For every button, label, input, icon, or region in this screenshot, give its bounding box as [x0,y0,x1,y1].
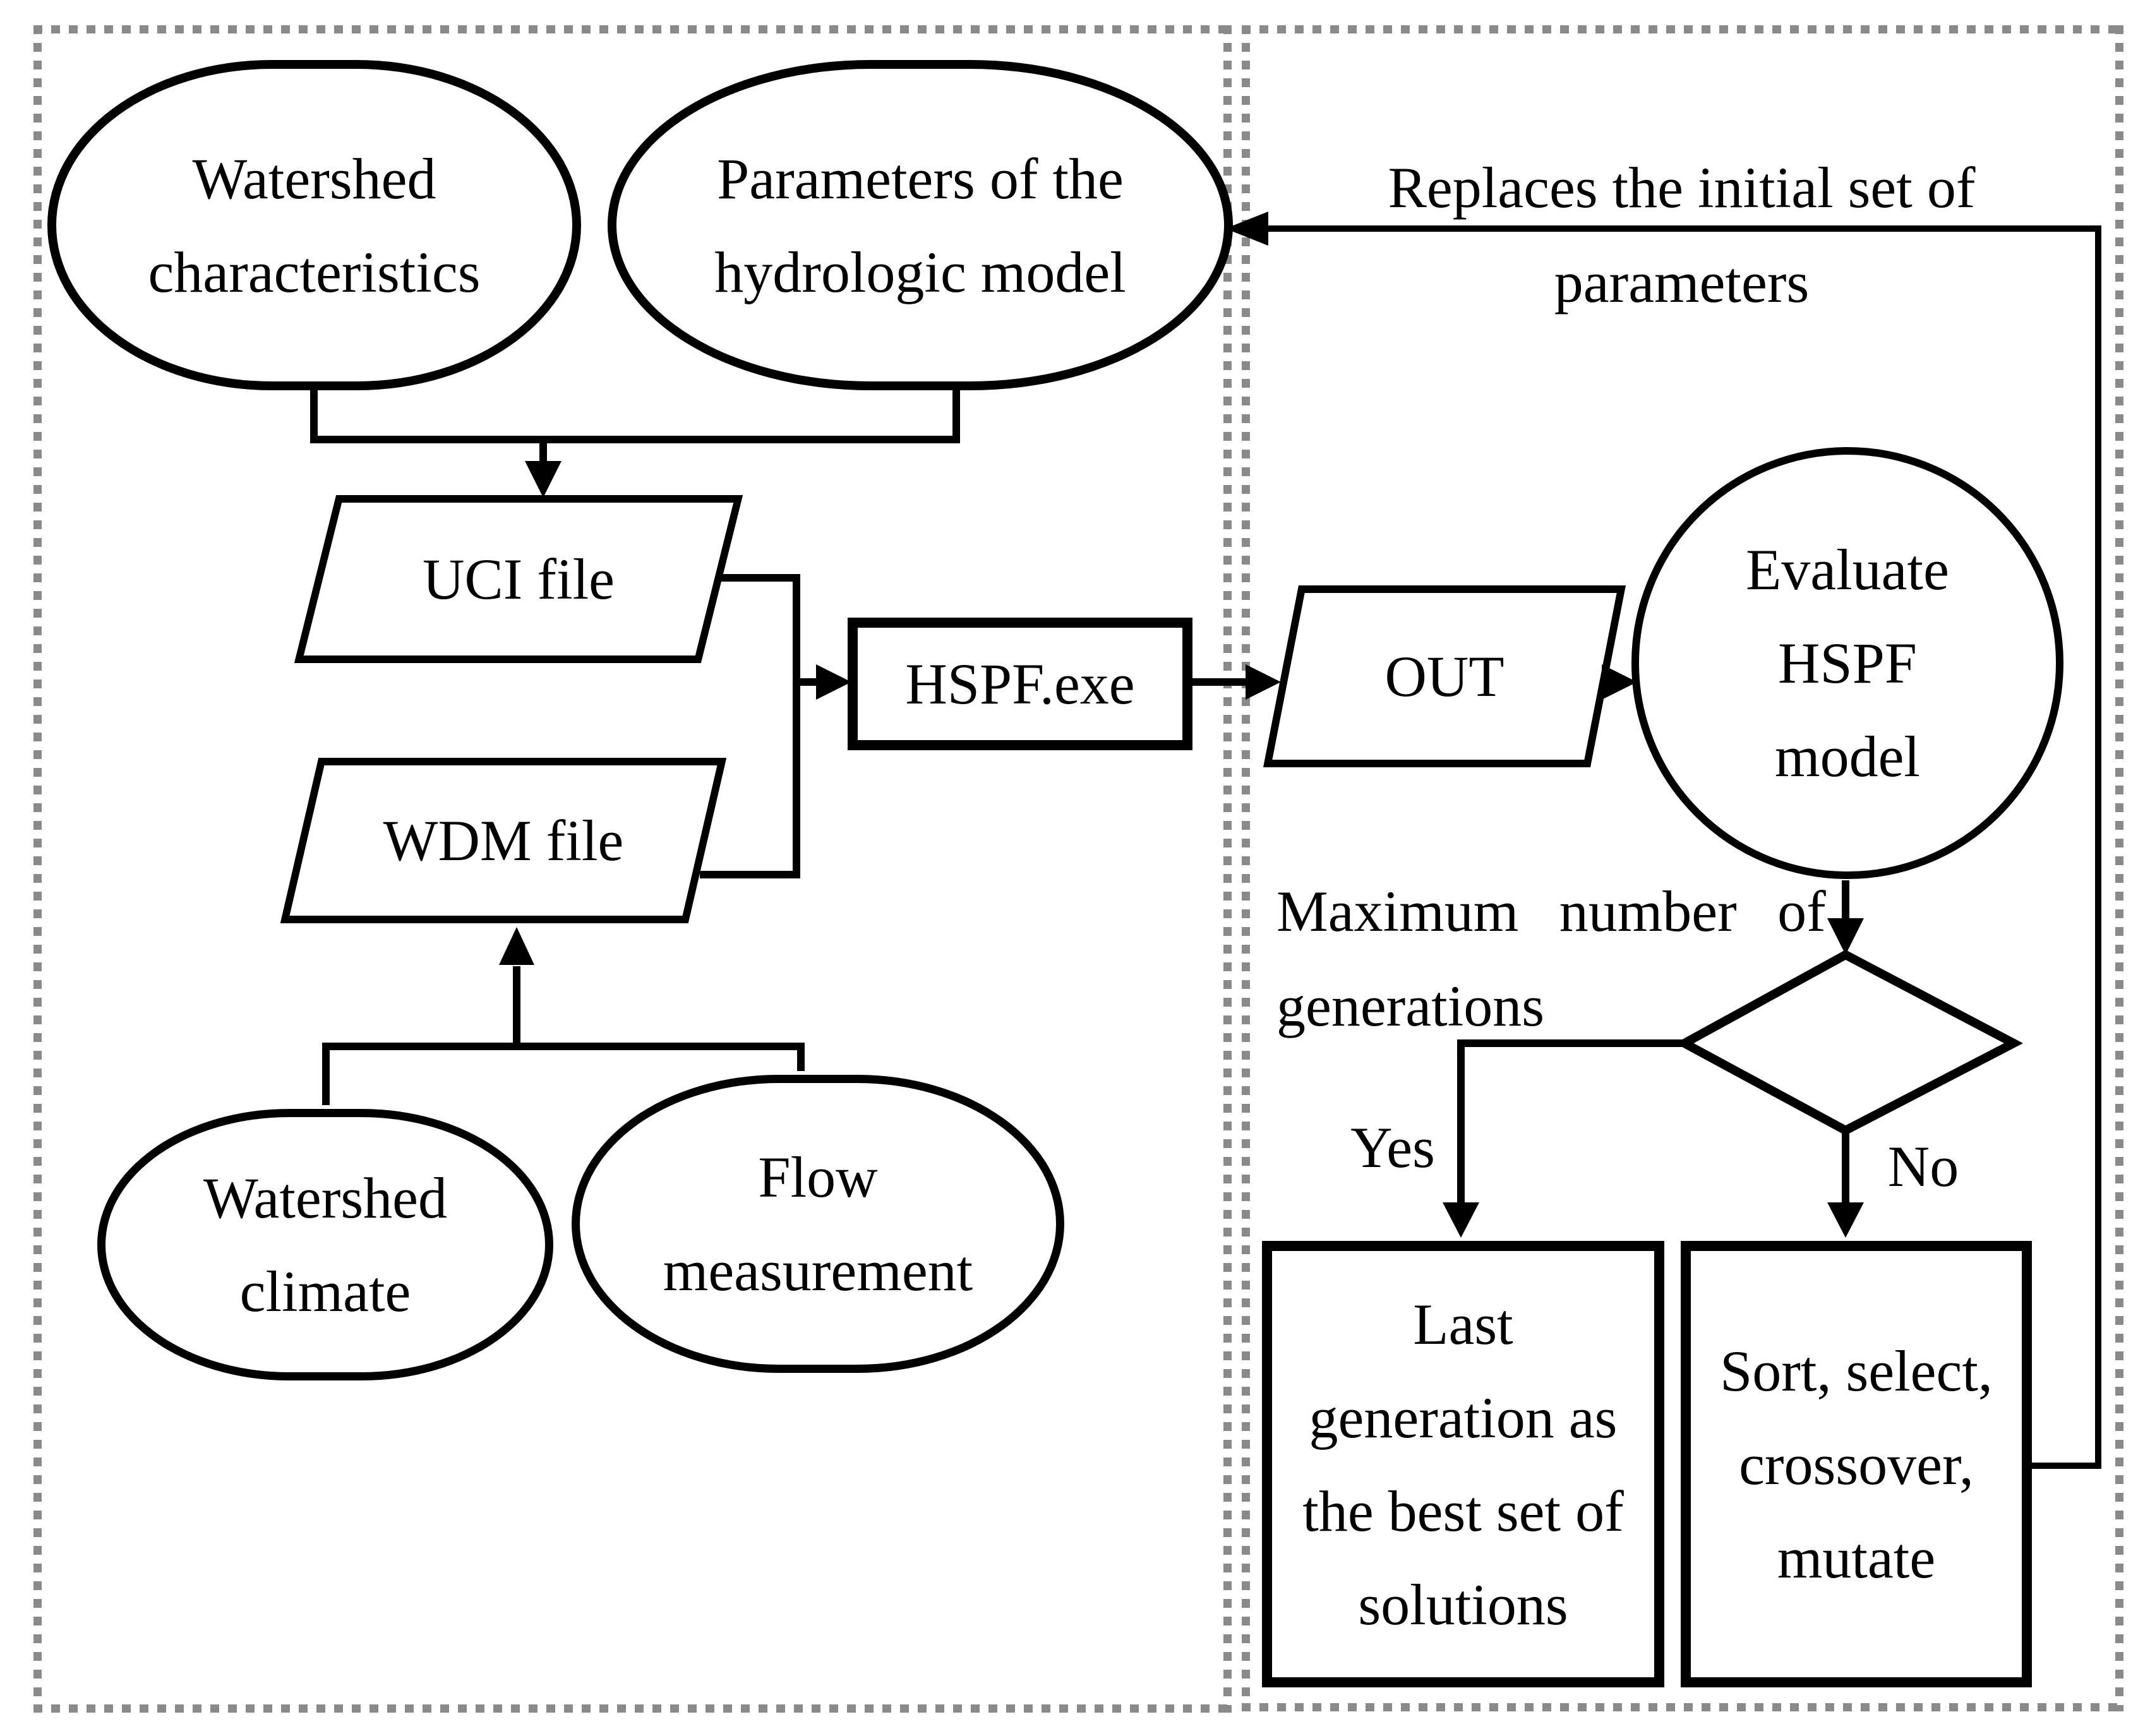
node-watershed-climate-label: Watershed climate [203,1166,447,1324]
node-parameters-label: Parameters of the hydrologic model [714,146,1126,304]
right-panel-border-top [1242,25,2123,33]
node-out-file-label: OUT [1384,644,1504,709]
arrowhead-into-hspf [816,664,851,700]
arrowhead-no-into-sort [1827,1202,1864,1238]
node-watershed-characteristics: Watershed characteristics [47,60,581,390]
arrowhead-into-wdm [499,927,534,965]
node-sort-select-crossover-mutate: Sort, select, crossover, mutate [1681,1241,2032,1687]
node-out-file: OUT [1263,585,1626,767]
node-last-generation-label: Last generation as the best set of solut… [1302,1291,1624,1637]
left-panel-border-top [33,25,1232,33]
left-panel-border-left [33,25,42,1713]
node-flow-measurement-label: Flow measurement [663,1145,973,1303]
connector-yes-branch [1457,1039,1685,1204]
decision-condition-label: Maximum number of generations [1276,879,1826,1038]
node-uci-file: UCI file [294,495,743,663]
node-parameters-of-hydrologic-model: Parameters of the hydrologic model [608,60,1233,390]
no-branch-label: No [1887,1134,1959,1199]
node-wdm-file-label: WDM file [383,808,624,873]
connector-inputs-to-uci [310,385,960,443]
feedback-annotation: Replaces the initial set of parameters [1388,155,1976,314]
left-panel-border-bottom [33,1704,1232,1713]
left-panel-border-right [1223,25,1232,1713]
node-watershed-climate: Watershed climate [97,1109,553,1380]
arrowhead-into-out [1246,664,1281,700]
node-sort-select-label: Sort, select, crossover, mutate [1720,1338,1993,1590]
right-panel-border-left [1242,25,1250,1711]
right-panel-border-bottom [1242,1703,2123,1711]
arrowhead-yes-into-last-generation [1443,1202,1479,1238]
node-watershed-characteristics-label: Watershed characteristics [148,146,481,304]
node-last-generation: Last generation as the best set of solut… [1262,1241,1664,1687]
node-wdm-file: WDM file [280,758,727,923]
node-evaluate-label: Evaluate HSPF model [1746,537,1949,789]
right-panel-border-right [2115,25,2123,1711]
node-hspf-exe-label: HSPF.exe [905,652,1135,716]
node-evaluate-hspf-model: Evaluate HSPF model [1631,447,2063,879]
yes-branch-label: Yes [1350,1115,1435,1180]
arrowhead-into-uci [525,461,562,498]
node-hspf-exe: HSPF.exe [848,618,1192,750]
node-flow-measurement: Flow measurement [572,1075,1064,1373]
node-uci-file-label: UCI file [422,547,615,611]
